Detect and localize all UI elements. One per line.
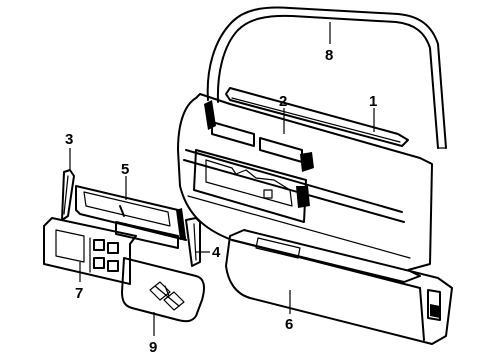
door-trim-panel-part-2 [177,93,433,283]
callout-9: 9 [149,339,157,356]
callout-7: 7 [75,285,83,302]
callout-4: 4 [212,244,221,261]
armrest-part-6 [225,229,453,345]
callout-5: 5 [121,161,129,178]
callout-3: 3 [65,131,73,148]
callout-6: 6 [285,316,293,333]
callout-1: 1 [369,93,377,110]
leader-lines [69,22,375,336]
callout-labels: 1 2 3 4 5 6 7 8 9 [65,47,377,356]
callout-8: 8 [325,47,333,64]
belt-molding-part-1 [225,87,409,147]
courtesy-lamp-part-9 [121,257,205,323]
callout-2: 2 [279,93,287,110]
switch-bezel-part-7 [43,217,137,285]
trim-strip-part-3 [61,169,75,221]
trim-strip-part-4 [185,217,201,267]
weatherstrip-part-8 [206,6,447,149]
pull-cup-bezel-part-5 [75,185,187,249]
